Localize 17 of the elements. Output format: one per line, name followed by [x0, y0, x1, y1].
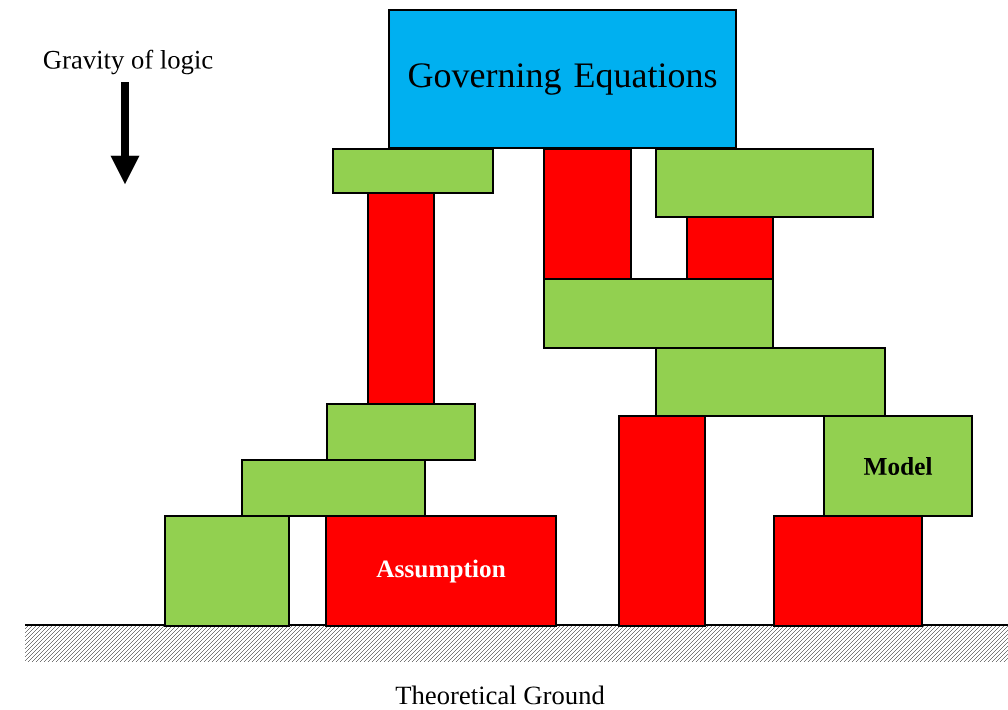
- block: [326, 403, 476, 461]
- equation-block: Governing Equations: [388, 9, 737, 149]
- block: [773, 515, 923, 627]
- block: [655, 148, 874, 218]
- block: [241, 459, 426, 517]
- block: [655, 347, 886, 417]
- assumption-block: Assumption: [325, 515, 557, 627]
- block: [367, 192, 435, 405]
- block: [543, 278, 774, 349]
- annotation-text: Gravity of logic: [43, 49, 213, 75]
- model-block: Model: [823, 415, 973, 517]
- block: [686, 216, 774, 280]
- block: [543, 148, 632, 280]
- block: [332, 148, 494, 194]
- annotation-text: Theoretical Ground: [395, 685, 605, 705]
- block: [164, 515, 290, 627]
- block: [618, 415, 706, 627]
